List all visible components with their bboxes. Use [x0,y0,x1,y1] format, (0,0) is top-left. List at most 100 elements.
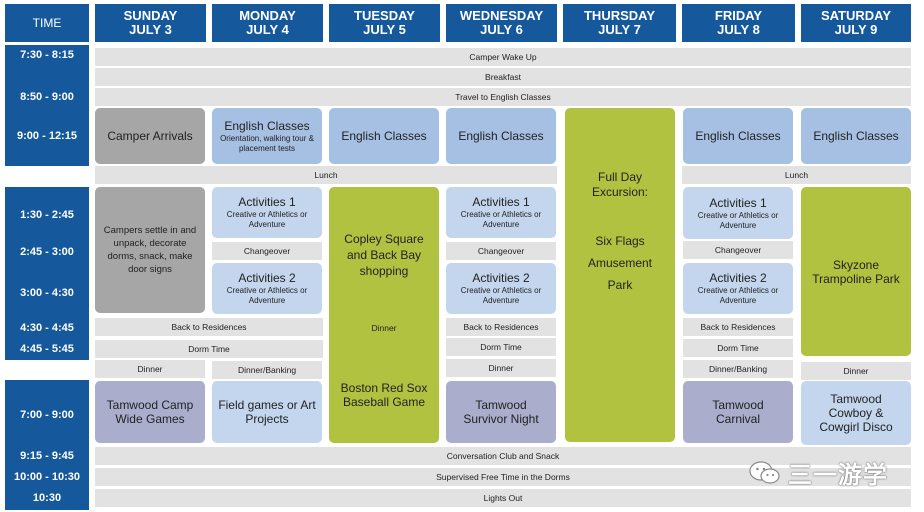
friday-dorm-time: Dorm Time [683,339,793,357]
day-date: JULY 6 [480,22,523,37]
time-label: 4:30 - 4:45 [20,322,74,334]
wednesday-dorm-time: Dorm Time [446,338,556,356]
monday-english-classes: English Classes Orientation, walking tou… [212,108,322,164]
event-subtitle: Creative or Athletics or Adventure [460,210,542,229]
bar-label: Camper Wake Up [469,52,537,62]
event-title: Tamwood Cowboy & Cowgirl Disco [819,392,893,434]
saturday-dinner: Dinner [801,362,911,380]
bar-label: Lunch [314,170,338,180]
time-label: 2:45 - 3:00 [20,246,74,258]
wednesday-back-to-residences: Back to Residences [446,318,556,336]
event-title: English Classes [458,129,544,143]
time-label: 1:30 - 2:45 [20,209,74,221]
tuesday-english-classes: English Classes [329,108,439,164]
bar-label: Dinner/Banking [708,364,768,374]
event-title: Activities 2 [238,271,296,285]
event-subtitle: Orientation, walking tour & placement te… [220,133,314,153]
day-name: THURSDAY [583,8,656,23]
time-slot: 10:00 - 10:30 [5,467,89,487]
event-title: English Classes [695,129,781,143]
friday-changeover: Changeover [683,241,793,259]
day-name: SUNDAY [123,8,178,23]
sunday-back-to-residences: Back to Residences [95,318,323,336]
time-slot: 7:30 - 8:15 [5,46,89,64]
bar-label: Back to Residences [171,322,247,332]
saturday-english-classes: English Classes [801,108,911,164]
friday-evening-activity: Tamwood Carnival [683,381,793,443]
event-title: Activities 1 [238,195,296,209]
event-title: Copley Square and Back Bay shopping [344,232,424,278]
day-date: JULY 8 [717,22,760,37]
day-date: JULY 4 [246,22,289,37]
sunday-dorm-time: Dorm Time [95,340,323,358]
wechat-icon [749,460,780,484]
watermark: 三一游学 [748,455,888,490]
time-label: 7:00 - 9:00 [20,409,74,421]
time-slot: 4:45 - 5:45 [5,339,89,359]
friday-english-classes: English Classes [683,108,793,164]
wednesday-english-classes: English Classes [446,108,556,164]
time-slot: 7:00 - 9:00 [5,405,89,425]
monday-dinner-banking: Dinner/Banking [212,361,322,379]
sunday-evening-activity: Tamwood Camp Wide Games [95,381,205,443]
event-subtitle: Six Flags Amusement Park [587,234,653,292]
event-subtitle: Creative or Athletics or Adventure [697,210,779,230]
wednesday-evening-activity: Tamwood Survivor Night [446,381,556,443]
tuesday-excursion-block: Copley Square and Back Bay shopping Dinn… [329,187,439,443]
event-title: English Classes [224,118,310,133]
event-title: Activities 1 [709,195,767,210]
wake-up-bar: Camper Wake Up [95,48,911,66]
time-slot: 3:00 - 4:30 [5,283,89,303]
friday-activities-1: Activities 1 Creative or Athletics or Ad… [683,187,793,239]
day-name: MONDAY [239,8,296,23]
event-subtitle: Creative or Athletics or Adventure [697,286,779,305]
friday-activities-2: Activities 2 Creative or Athletics or Ad… [683,263,793,314]
bar-label: Changeover [243,246,291,256]
bar-label: Dorm Time [717,343,759,353]
sunday-dinner: Dinner [95,360,205,378]
wednesday-activities-1: Activities 1 Creative or Athletics or Ad… [446,187,556,238]
time-label: 9:15 - 9:45 [20,450,74,462]
bar-label: Supervised Free Time in the Dorms [436,472,570,482]
event-title: English Classes [341,129,427,143]
saturday-skyzone-trip: Skyzone Trampoline Park [801,187,911,356]
day-name: FRIDAY [714,8,763,23]
day-header-monday: MONDAY JULY 4 [212,4,323,42]
day-header-tuesday: TUESDAY JULY 5 [329,4,440,42]
wednesday-activities-2: Activities 2 Creative or Athletics or Ad… [446,263,556,314]
event-title: Tamwood Camp Wide Games [106,398,194,426]
event-dinner: Dinner [371,323,397,333]
bar-label: Changeover [477,246,525,256]
event-title: Tamwood Carnival [712,398,764,426]
wednesday-dinner: Dinner [446,359,556,377]
event-subtitle: Creative or Athletics or Adventure [226,286,308,305]
conversation-bar: Conversation Club and Snack [95,447,911,465]
bar-label: Dinner [137,364,163,374]
time-slot: 4:30 - 4:45 [5,318,89,338]
day-date: JULY 5 [363,22,406,37]
bar-label: Lights Out [483,493,523,503]
event-title: Activities 2 [472,271,530,285]
bar-label: Dorm Time [188,344,230,354]
day-name: SATURDAY [820,8,892,23]
lights-out-bar: Lights Out [95,489,911,507]
event-title: Skyzone Trampoline Park [812,257,900,286]
time-label: 3:00 - 4:30 [20,287,74,299]
time-label: 10:00 - 10:30 [13,471,81,483]
sunday-settle-in: Campers settle in and unpack, decorate d… [95,187,205,313]
breakfast-bar: Breakfast [95,68,911,86]
time-column-header: TIME [5,4,89,42]
time-label: 8:50 - 9:00 [20,91,74,103]
free-time-bar: Supervised Free Time in the Dorms [95,468,911,486]
time-label: 7:30 - 8:15 [20,49,74,61]
event-title: English Classes [813,129,899,143]
friday-dinner-banking: Dinner/Banking [683,360,793,378]
bar-label: Back to Residences [700,322,776,332]
bar-label: Conversation Club and Snack [446,451,560,461]
lunch-bar-left: Lunch [95,166,557,184]
sunday-camper-arrivals: Camper Arrivals [95,108,205,164]
time-header-label: TIME [32,16,62,30]
bar-label: Back to Residences [463,322,539,332]
bar-label: Lunch [784,170,809,180]
day-header-saturday: SATURDAY JULY 9 [801,4,911,42]
